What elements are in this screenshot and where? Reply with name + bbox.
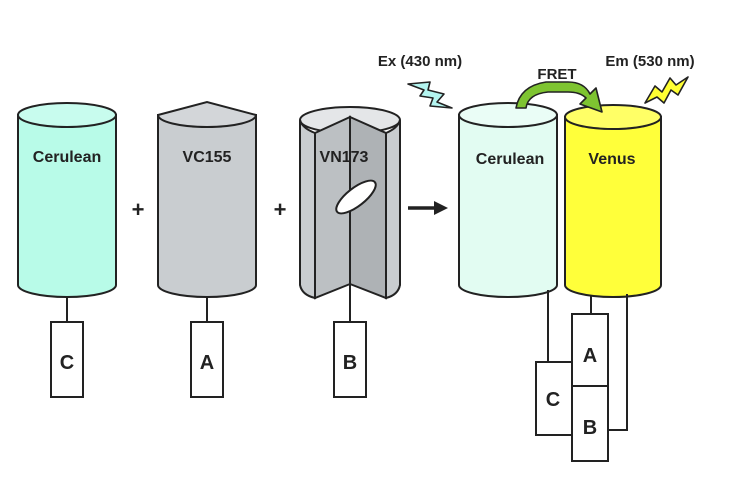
vc155-half-cylinder: VC155 A	[156, 100, 258, 398]
fret-curved-arrow-icon	[515, 81, 603, 113]
box-c-left	[50, 321, 84, 398]
venus-label: Venus	[588, 151, 635, 168]
cerulean-left-label: Cerulean	[33, 149, 101, 166]
vc155-label: VC155	[183, 149, 232, 166]
box-b-right	[571, 385, 609, 462]
box-a-left-label: A	[200, 352, 214, 374]
box-a-right	[571, 313, 609, 387]
cerulean-cylinder-right: Cerulean	[458, 102, 558, 298]
box-c-right-label: C	[546, 389, 560, 411]
cerulean-right-label: Cerulean	[476, 151, 544, 168]
fret-label: FRET	[537, 66, 576, 83]
box-b-left	[333, 321, 367, 398]
excitation-lightning-icon	[407, 81, 453, 109]
plus-sign-1: +	[132, 197, 145, 222]
excitation-label: Ex (430 nm)	[378, 53, 462, 70]
plus-sign-2: +	[274, 197, 287, 222]
box-c-left-label: C	[60, 352, 74, 374]
box-b-right-label: B	[583, 417, 597, 439]
box-a-right-label: A	[583, 345, 597, 367]
emission-lightning-icon	[644, 76, 689, 104]
cerulean-cylinder-left: Cerulean C	[17, 102, 117, 398]
box-c-right	[535, 361, 575, 436]
vn173-cut-cylinder: VN173 B	[299, 106, 401, 398]
vn173-label: VN173	[320, 149, 369, 166]
box-b-left-label: B	[343, 352, 357, 374]
emission-label: Em (530 nm)	[605, 53, 694, 70]
right-arrow-icon	[408, 201, 448, 215]
venus-cylinder: Venus	[564, 104, 662, 298]
box-a-left	[190, 321, 224, 398]
